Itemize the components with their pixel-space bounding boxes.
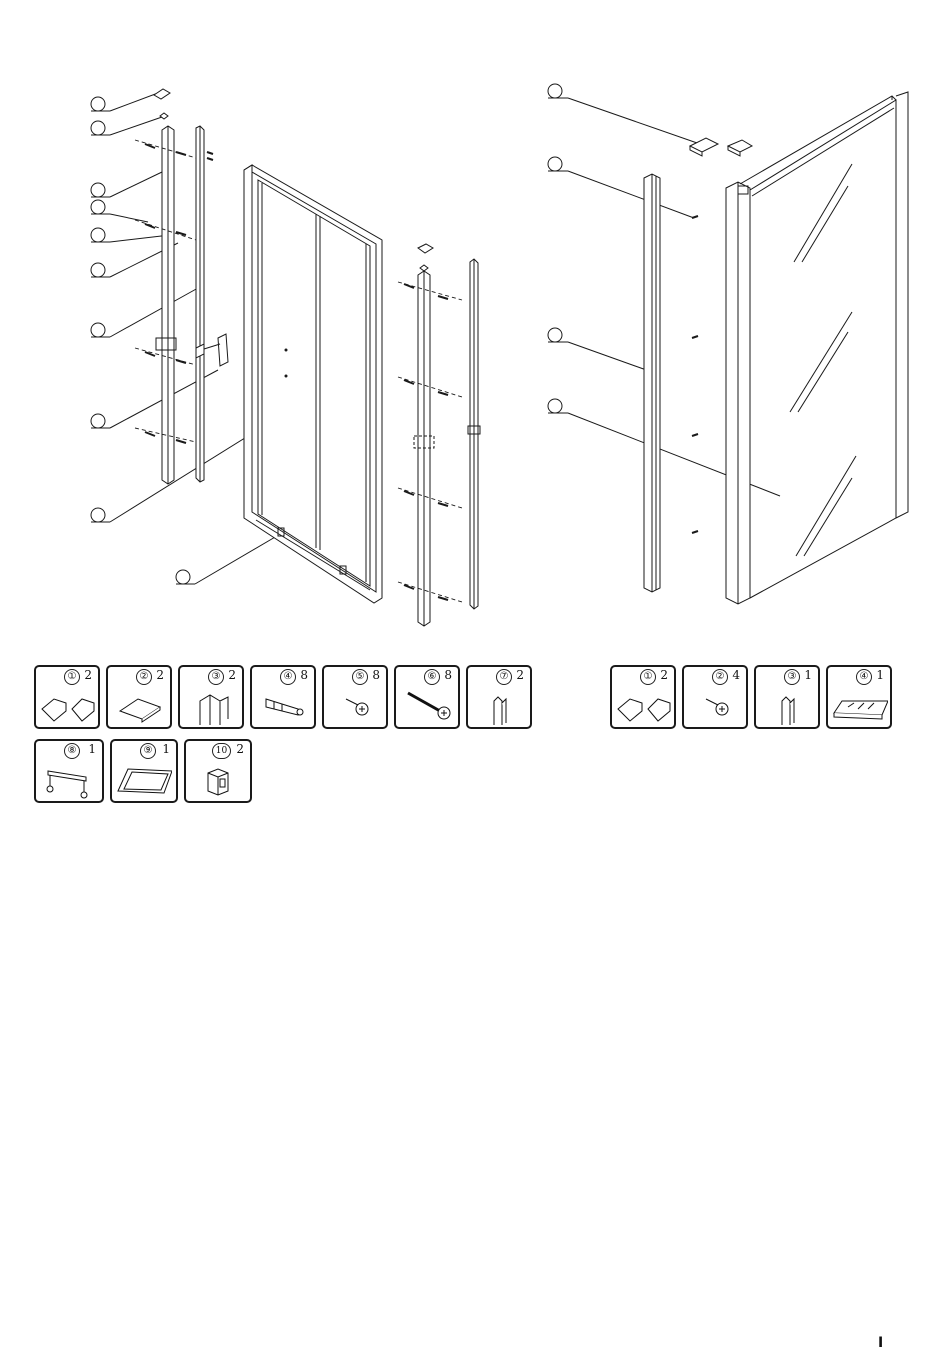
wall-profile-icon: [184, 685, 240, 725]
right-top-caps: [690, 138, 752, 156]
part-number: ⑨: [140, 743, 156, 759]
part-number: ②: [136, 669, 152, 685]
part-number: 10: [212, 743, 231, 759]
part-quantity: 8: [300, 668, 308, 682]
part-quantity: 1: [876, 668, 884, 682]
part-box: ⑥ 8: [394, 665, 460, 729]
part-number: ②: [712, 669, 728, 685]
seal-strip-icon: [760, 685, 816, 725]
fixed-glass-panel: [726, 92, 908, 604]
page-number: I: [878, 1335, 883, 1351]
part-box: ⑨ 1: [110, 739, 178, 803]
part-number: ④: [280, 669, 296, 685]
short-screw-icon: [688, 685, 744, 725]
handle-icon: [40, 759, 96, 799]
connector-block-icon: [190, 759, 246, 799]
door-side-caps: [418, 244, 433, 271]
right-callout-circles: [548, 84, 562, 413]
corner-cap-pair-icon: [616, 685, 672, 725]
left-callout-circles: [91, 97, 190, 584]
part-box: ① 2: [34, 665, 100, 729]
part-box: ① 2: [610, 665, 676, 729]
glass-panel-icon: [832, 685, 888, 725]
part-quantity: 1: [804, 668, 812, 682]
part-quantity: 2: [516, 668, 524, 682]
part-box: ③ 2: [178, 665, 244, 729]
part-quantity: 2: [84, 668, 92, 682]
part-quantity: 8: [444, 668, 452, 682]
sliding-door-frame: [244, 165, 382, 603]
part-number: ①: [640, 669, 656, 685]
part-number: ③: [784, 669, 800, 685]
part-box: ⑦ 2: [466, 665, 532, 729]
top-cap-left: [154, 89, 170, 99]
part-quantity: 2: [660, 668, 668, 682]
top-cap-icon: [112, 685, 168, 725]
door-side-seal: [468, 259, 480, 609]
part-box: ② 4: [682, 665, 748, 729]
long-screw-icon: [400, 685, 456, 725]
exploded-assembly-drawing: [0, 0, 950, 650]
part-number: ③: [208, 669, 224, 685]
part-number: ⑧: [64, 743, 80, 759]
right-wall-screws: [692, 216, 698, 533]
part-quantity: 1: [88, 742, 96, 756]
part-box: ② 2: [106, 665, 172, 729]
part-number: ⑥: [424, 669, 440, 685]
short-screw-icon: [328, 685, 384, 725]
left-parts-row-2: ⑧ 1 ⑨ 1 10 2: [34, 739, 252, 803]
seal-strip-icon: [472, 685, 528, 725]
part-number: ⑦: [496, 669, 512, 685]
top-cap-left-small: [160, 113, 168, 119]
part-quantity: 2: [228, 668, 236, 682]
part-box: ③ 1: [754, 665, 820, 729]
corner-cap-pair-icon: [40, 685, 96, 725]
part-box: ⑧ 1: [34, 739, 104, 803]
door-frame-icon: [116, 759, 172, 799]
wall-plug-icon: [256, 685, 312, 725]
part-quantity: 8: [372, 668, 380, 682]
part-box: ④ 8: [250, 665, 316, 729]
part-quantity: 4: [732, 668, 740, 682]
right-wall-profile: [644, 174, 660, 592]
door-side-profile: [414, 271, 434, 626]
part-quantity: 2: [236, 742, 244, 756]
part-number: ①: [64, 669, 80, 685]
part-quantity: 2: [156, 668, 164, 682]
part-number: ⑤: [352, 669, 368, 685]
part-number: ④: [856, 669, 872, 685]
part-box: ④ 1: [826, 665, 892, 729]
left-seal-strip: [196, 126, 204, 482]
right-parts-row: ① 2 ② 4 ③ 1 ④ 1: [610, 665, 892, 729]
part-quantity: 1: [162, 742, 170, 756]
left-parts-row-1: ① 2 ② 2 ③ 2 ④ 8 ⑤ 8 ⑥ 8: [34, 665, 532, 729]
part-box: ⑤ 8: [322, 665, 388, 729]
left-wall-profile: [156, 126, 176, 484]
part-box: 10 2: [184, 739, 252, 803]
